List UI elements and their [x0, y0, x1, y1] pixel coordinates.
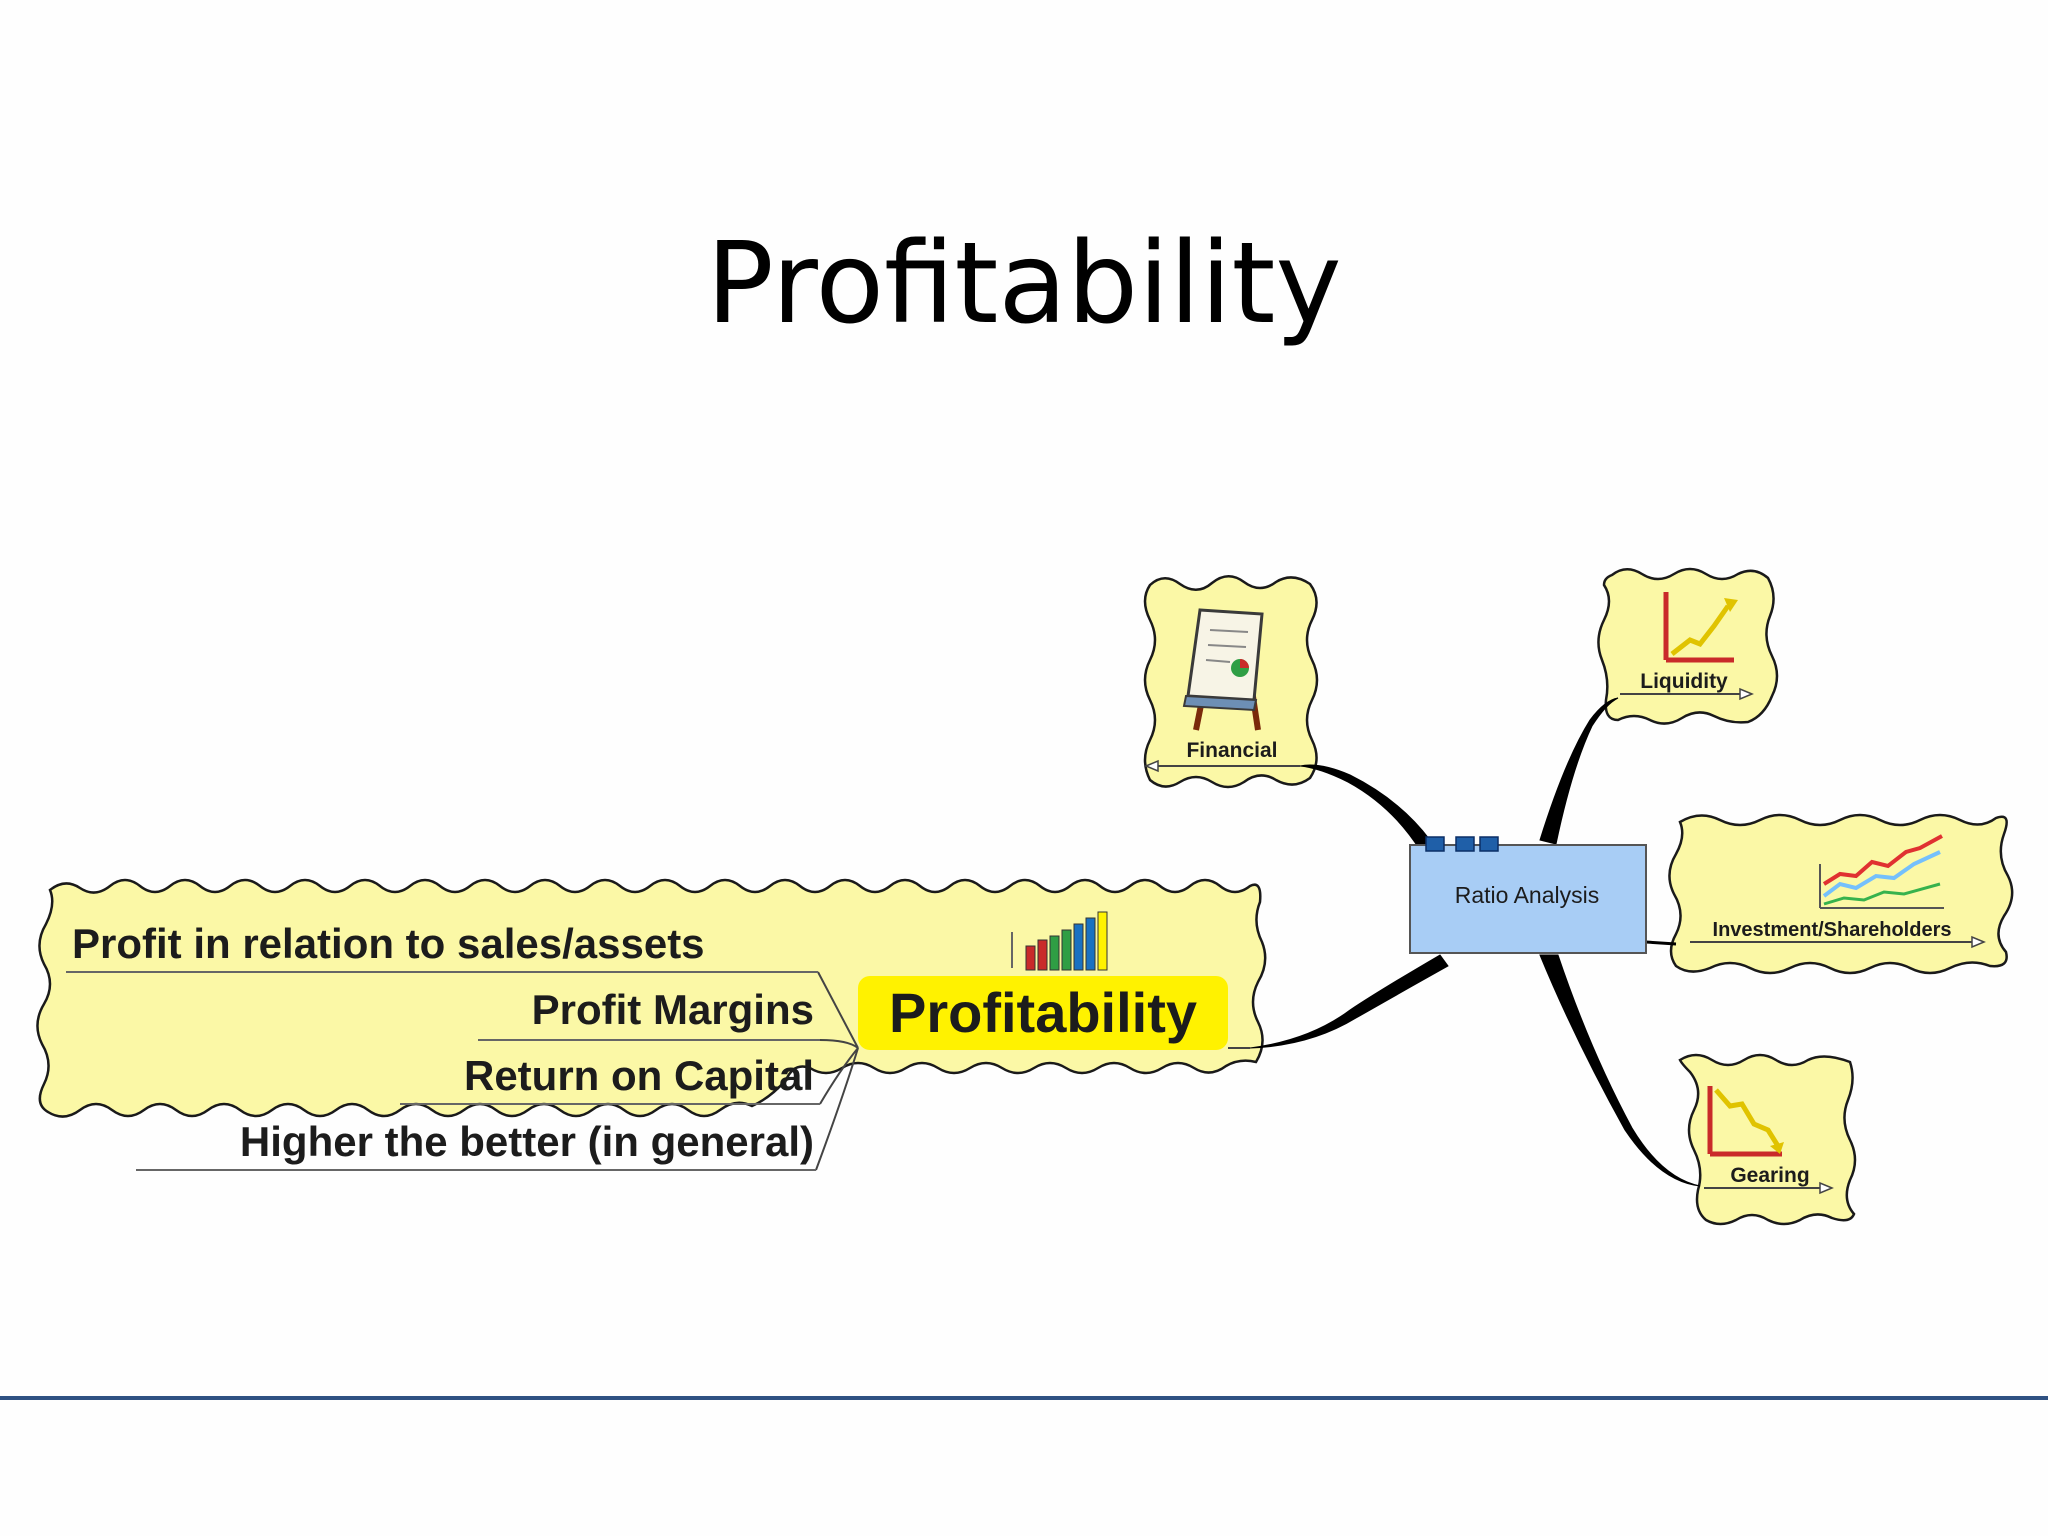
slide-title: Profitability [706, 219, 1342, 349]
center-node-ratio-analysis[interactable]: Ratio Analysis [1409, 836, 1647, 954]
topic-investment-label: Investment/Shareholders [1713, 919, 1952, 941]
multi-line-chart-icon [1819, 834, 1944, 909]
topic-gearing-label: Gearing [1730, 1164, 1809, 1187]
bar-chart-icon [1011, 911, 1108, 971]
falling-line-chart-icon [1707, 1086, 1784, 1157]
topic-gearing[interactable]: Gearing [1704, 1086, 1834, 1195]
bubble-profitability [36, 878, 1267, 1118]
topic-profitability[interactable]: Profitability [815, 911, 1250, 1171]
presentation-easel-icon [1182, 608, 1264, 731]
subtopic-item[interactable]: Return on Capital [400, 1052, 820, 1105]
subtopic-item[interactable]: Higher the better (in general) [136, 1118, 816, 1171]
bubble-gearing [1678, 1053, 1857, 1226]
center-node-label: Ratio Analysis [1455, 882, 1599, 908]
rising-line-chart-icon [1663, 592, 1738, 663]
subtopic-label: Higher the better (in general) [240, 1118, 814, 1165]
subtopic-label: Profit Margins [532, 986, 814, 1033]
bubble-investment [1668, 813, 2014, 975]
subtopic-item[interactable]: Profit Margins [478, 986, 820, 1041]
bubble-liquidity [1597, 567, 1779, 725]
subtopic-label: Return on Capital [464, 1052, 814, 1099]
connector-lines [1249, 697, 1701, 1187]
topic-liquidity-label: Liquidity [1640, 670, 1728, 693]
profitability-highlight [858, 976, 1228, 1050]
subtopic-item[interactable]: Profit in relation to sales/assets [66, 920, 818, 973]
footer-rule [0, 1396, 2048, 1400]
subtopic-label: Profit in relation to sales/assets [72, 920, 705, 967]
topic-profitability-label: Profitability [889, 981, 1197, 1044]
topic-investment[interactable]: Investment/Shareholders [1690, 834, 1986, 949]
topic-financial-label: Financial [1186, 739, 1277, 762]
subtopic-list: Profit in relation to sales/assets Profi… [66, 920, 820, 1171]
topic-financial[interactable]: Financial [1144, 608, 1300, 773]
topic-liquidity[interactable]: Liquidity [1620, 592, 1754, 701]
